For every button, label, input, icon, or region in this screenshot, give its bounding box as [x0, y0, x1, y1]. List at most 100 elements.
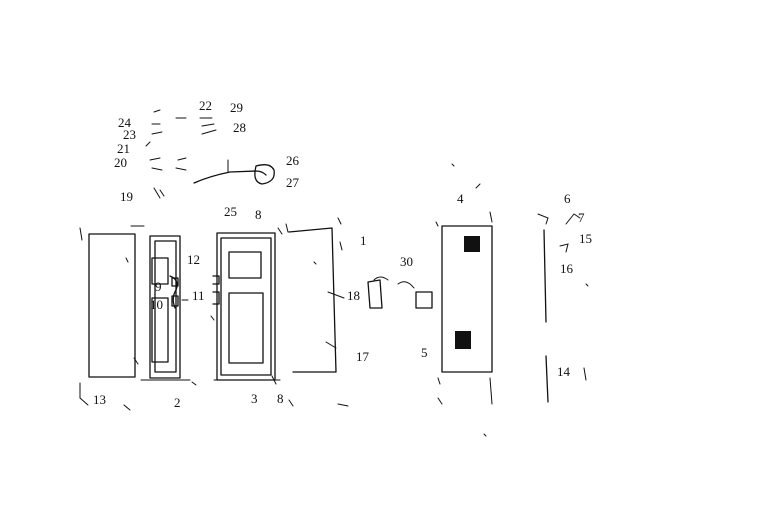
- label-20: 20: [114, 155, 127, 170]
- rear-panel-tick: [125, 257, 129, 263]
- frame-window-lower: [151, 297, 169, 363]
- door-window-lower: [228, 292, 264, 364]
- large-panel-base-tick-a: [437, 377, 441, 385]
- top-rail: [193, 170, 267, 184]
- hinge-10-block: [171, 295, 179, 307]
- label-1: 1: [360, 233, 367, 248]
- label-16: 16: [560, 261, 574, 276]
- reference-numerals: 1 2 3 4 5 6 7 8 8 9 10 11 12 13 14 15 16…: [93, 98, 592, 410]
- leader-18: [327, 291, 345, 299]
- label-19: 19: [120, 189, 133, 204]
- stray-mark: [451, 163, 455, 167]
- label-21: 21: [117, 141, 130, 156]
- door-panel-3: [210, 223, 289, 385]
- label-30: 30: [400, 254, 413, 269]
- label-15: 15: [579, 231, 592, 246]
- label-22: 22: [199, 98, 212, 113]
- door-hinge-tick: [210, 315, 215, 321]
- label-14: 14: [557, 364, 571, 379]
- rear-panel-corner-mark: [79, 227, 83, 241]
- part-18-clip: [373, 276, 389, 281]
- label-5: 5: [421, 345, 428, 360]
- frame-inner-edge: [154, 240, 177, 373]
- large-panel-corner-a: [435, 221, 439, 227]
- side-panel-dot: [313, 261, 317, 265]
- door-inner-edge: [220, 237, 272, 376]
- side-panel-1: [288, 217, 349, 407]
- fitting-6: [537, 213, 549, 225]
- hinge-bracket-9-10: [169, 275, 178, 309]
- fitting-22-28: [175, 117, 217, 135]
- label-12: 12: [187, 252, 200, 267]
- door-hinge-upper: [212, 275, 220, 285]
- label-6: 6: [564, 191, 571, 206]
- frame-outline: [149, 235, 181, 379]
- rear-panel-13: [79, 225, 145, 411]
- leader-30: [397, 281, 415, 289]
- door-hinge-lower: [212, 291, 220, 305]
- narrow-panel-edge-lower: [545, 355, 549, 403]
- rear-panel-leader-b: [79, 397, 89, 406]
- frame-base-tick: [191, 381, 197, 386]
- fitting-19: [153, 187, 165, 199]
- label-29: 29: [230, 100, 243, 115]
- fitting-26-27: [254, 164, 275, 185]
- large-panel-4-5: [435, 183, 493, 437]
- part-30-block: [415, 291, 433, 309]
- fitting-20-21: [149, 157, 187, 171]
- leader-21: [145, 141, 151, 147]
- rear-panel-bottom-mark: [133, 357, 139, 365]
- label-26: 26: [286, 153, 300, 168]
- rear-panel-outline: [88, 233, 136, 378]
- door-window-upper: [228, 251, 262, 279]
- label-25: 25: [224, 204, 237, 219]
- large-panel-outline: [441, 225, 493, 373]
- label-13: 13: [93, 392, 106, 407]
- label-18: 18: [347, 288, 360, 303]
- large-panel-base-leg: [489, 377, 493, 405]
- label-3: 3: [251, 391, 258, 406]
- narrow-panel-dot: [585, 283, 589, 287]
- top-rail-assembly: [145, 109, 455, 199]
- frame-window-upper: [151, 257, 169, 285]
- label-23: 23: [123, 127, 136, 142]
- small-parts-18-30: [367, 276, 433, 309]
- side-panel-base-tick-a: [288, 399, 294, 407]
- fitting-7: [565, 213, 581, 225]
- label-8-top: 8: [255, 207, 262, 222]
- fitting-15-16: [559, 243, 569, 253]
- label-7: 7: [578, 210, 585, 225]
- label-2: 2: [174, 395, 181, 410]
- label-11: 11: [192, 288, 205, 303]
- door-top-mark-b: [285, 223, 289, 233]
- pad-lower: [455, 331, 471, 349]
- narrow-panel-14: [537, 213, 589, 403]
- fitting-23-24: [151, 109, 163, 135]
- side-panel-outline: [288, 227, 337, 373]
- large-panel-base-tick-b: [437, 397, 443, 405]
- narrow-panel-edge-upper: [543, 229, 547, 323]
- pad-upper: [464, 236, 480, 252]
- frame-panel-2: [140, 235, 197, 386]
- side-panel-edge-tick: [339, 241, 343, 251]
- hinge-9-block: [171, 277, 179, 287]
- door-top-mark-a: [277, 227, 283, 235]
- door-base-tick: [271, 375, 277, 385]
- side-panel-base-tick-b: [337, 403, 349, 407]
- stray-dot: [483, 433, 487, 437]
- side-panel-top-tick: [337, 217, 342, 225]
- large-panel-corner-b: [489, 211, 493, 223]
- part-18-bracket: [367, 279, 383, 309]
- label-9: 9: [155, 279, 162, 294]
- label-10: 10: [150, 297, 163, 312]
- leader-17: [325, 341, 337, 349]
- label-4: 4: [457, 191, 464, 206]
- door-outline: [216, 232, 276, 381]
- rear-panel-leader-c: [123, 404, 131, 411]
- leader-4: [475, 183, 481, 189]
- leader-14: [583, 367, 587, 381]
- label-28: 28: [233, 120, 246, 135]
- label-17: 17: [356, 349, 370, 364]
- label-8-bottom: 8: [277, 391, 284, 406]
